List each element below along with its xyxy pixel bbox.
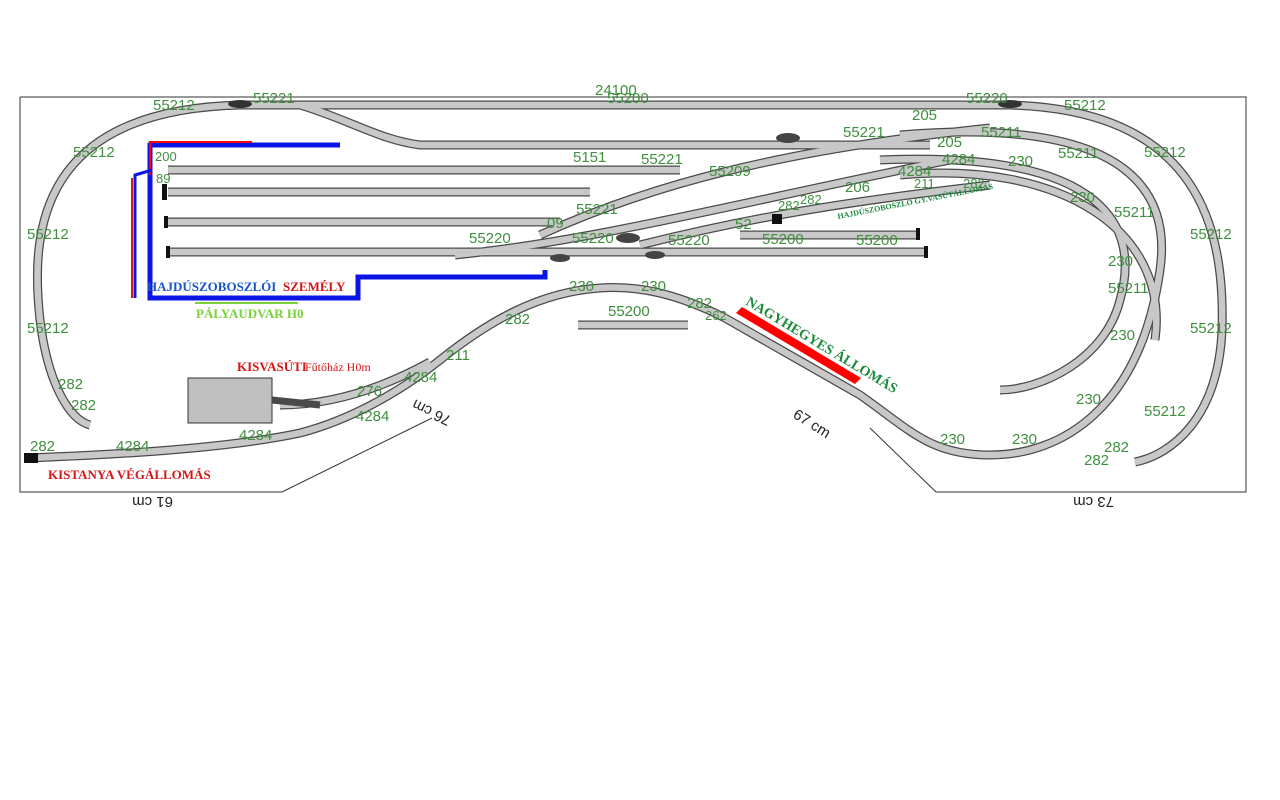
narrow-gauge-depot-name: KISVASÚTI: [237, 359, 307, 374]
code-label: 4284: [116, 438, 149, 455]
code-label: 55220: [966, 90, 1008, 107]
code-label: 55212: [1064, 97, 1106, 114]
passenger-platform-red-edge: [149, 141, 252, 175]
code-label: 4284: [942, 151, 975, 168]
terminus-station-name: KISTANYA VÉGÁLLOMÁS: [48, 467, 211, 482]
code-label: 205: [912, 107, 937, 124]
code-label: 55200: [608, 303, 650, 320]
code-label: 205: [937, 134, 962, 151]
code-label: 09: [547, 215, 564, 232]
code-label: 55212: [27, 320, 69, 337]
code-label: 55212: [1190, 320, 1232, 337]
code-label: 282: [1084, 452, 1109, 469]
track-code-labels: 24100 55212 55221 55200 55220 55212 5521…: [27, 82, 1232, 469]
code-label: 55220: [668, 232, 710, 249]
code-label: 55211: [1108, 280, 1149, 297]
engine-shed: [187, 377, 321, 424]
code-label: 55221: [641, 151, 683, 168]
code-label: 4284: [404, 369, 437, 386]
code-label: 230: [1008, 153, 1033, 170]
code-label: 55211: [981, 124, 1022, 141]
code-label: 55211: [1058, 145, 1099, 162]
code-label: 89: [156, 171, 170, 186]
code-label: 282: [1104, 439, 1129, 456]
passenger-yard-name-3: PÁLYAUDVAR H0: [196, 306, 304, 321]
code-label: 230: [1108, 253, 1133, 270]
code-label: 282: [505, 311, 530, 328]
code-label: 55200: [607, 90, 649, 107]
code-label: 230: [1070, 189, 1095, 206]
code-label: 230: [1110, 327, 1135, 344]
dimension-67: 67 cm: [790, 406, 834, 442]
code-label: 230: [1076, 391, 1101, 408]
code-label: 55211: [1114, 204, 1155, 221]
code-label: 55212: [153, 97, 195, 114]
code-label: 282: [30, 438, 55, 455]
code-label: 55221: [843, 124, 885, 141]
code-label: 4284: [239, 427, 272, 444]
dimension-76: 76 cm: [410, 395, 454, 428]
code-label: 55221: [576, 201, 618, 218]
dimension-73: 73 cm: [1073, 493, 1114, 510]
dimension-61: 61 cm: [132, 493, 173, 510]
code-label: 55212: [73, 144, 115, 161]
code-label: 262: [705, 308, 727, 323]
code-label: 200: [155, 149, 177, 164]
code-label: 206: [845, 179, 870, 196]
passenger-platform-inner-edge: [133, 168, 153, 298]
code-label: 55200: [762, 231, 804, 248]
code-label: 230: [940, 431, 965, 448]
code-label: 282: [687, 295, 712, 312]
code-label: 230: [1012, 431, 1037, 448]
code-label: 55212: [1144, 144, 1186, 161]
code-label: 55200: [856, 232, 898, 249]
code-label: 230: [641, 278, 666, 295]
code-label: 55212: [1144, 403, 1186, 420]
code-label: 282: [778, 198, 800, 213]
code-label: 282: [963, 176, 985, 191]
code-label: 55212: [1190, 226, 1232, 243]
code-label: 230: [569, 278, 594, 295]
nagyhegyes-platform: [736, 307, 861, 384]
code-label: 276: [357, 383, 382, 400]
code-label: 282: [58, 376, 83, 393]
code-label: 282: [800, 192, 822, 207]
baseboard-outline: [19, 96, 1247, 493]
code-label: 211: [446, 347, 470, 364]
code-label: 282: [71, 397, 96, 414]
code-label: 55221: [253, 90, 295, 107]
narrow-gauge-depot-sub: Fűtőház H0m: [305, 360, 371, 374]
code-label: 55212: [27, 226, 69, 243]
code-label: 211: [914, 176, 935, 191]
code-label: 52: [735, 216, 752, 233]
code-label: 4284: [356, 408, 389, 425]
code-label: 55220: [572, 230, 614, 247]
code-label: 24100: [595, 82, 637, 99]
passenger-yard-name-1: HAJDÚSZOBOSZLÓI: [147, 279, 276, 294]
code-label: 55220: [469, 230, 511, 247]
code-label: 55209: [709, 163, 751, 180]
passenger-yard-name-2: SZEMÉLY: [283, 279, 346, 294]
code-label: 5151: [573, 149, 606, 166]
track-layer: [24, 100, 1222, 463]
code-label: 4284: [898, 163, 931, 180]
